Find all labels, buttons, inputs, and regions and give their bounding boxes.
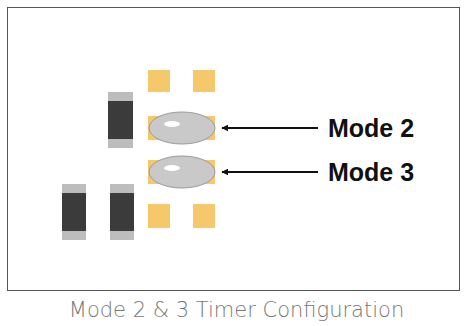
solder-bridge [149,112,215,144]
solder-pads [148,70,215,228]
leader-arrow [222,171,318,173]
figure-caption: Mode 2 & 3 Timer Configuration [69,300,404,321]
mode-label: Mode 2 [328,116,414,141]
mode-label: Mode 3 [328,160,414,185]
frame [8,8,460,291]
smd-component [110,184,134,240]
solder-bridge [149,156,215,188]
smd-component [62,184,86,240]
smd-component [108,92,133,148]
leader-arrow [222,127,318,129]
